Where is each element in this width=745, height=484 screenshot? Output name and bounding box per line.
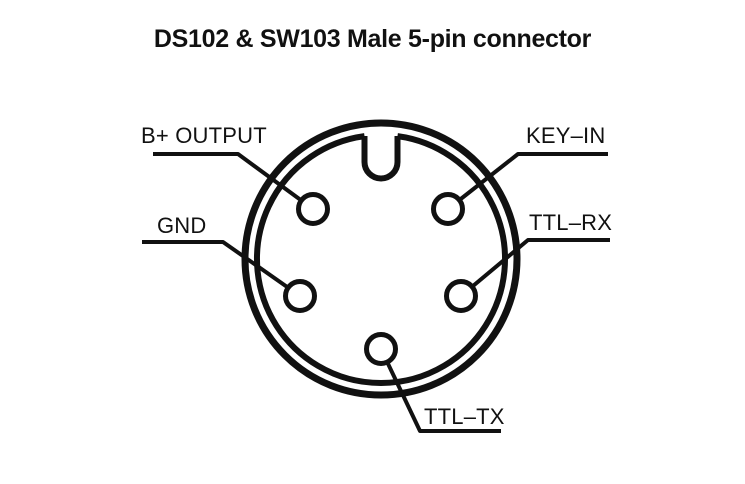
pin-circle-b-plus-output [296, 192, 330, 226]
leader-line-b-plus-output [153, 152, 315, 211]
pin-circle-ttl-rx [444, 279, 478, 313]
pin-label-ttl-tx: TTL–TX [424, 404, 505, 429]
keyway-notch [361, 136, 401, 182]
pin-circle-ttl-tx [364, 332, 398, 366]
diagram-title: DS102 & SW103 Male 5-pin connector [153, 25, 592, 53]
leader-line-ttl-rx [459, 238, 610, 298]
pin-label-gnd: GND [157, 213, 207, 238]
leader-line-key-in [446, 152, 608, 211]
pin-label-key-in: KEY–IN [526, 123, 606, 148]
pin-circle-key-in [431, 192, 465, 226]
pin-label-b-plus-output: B+ OUTPUT [141, 123, 267, 148]
leader-line-gnd [142, 240, 302, 298]
connector-inner-ring [254, 133, 508, 386]
pin-label-ttl-rx: TTL–RX [529, 210, 613, 235]
connector-outer-ring [241, 119, 521, 399]
pin-circle-gnd [283, 279, 317, 313]
leader-line-ttl-tx [379, 348, 501, 433]
